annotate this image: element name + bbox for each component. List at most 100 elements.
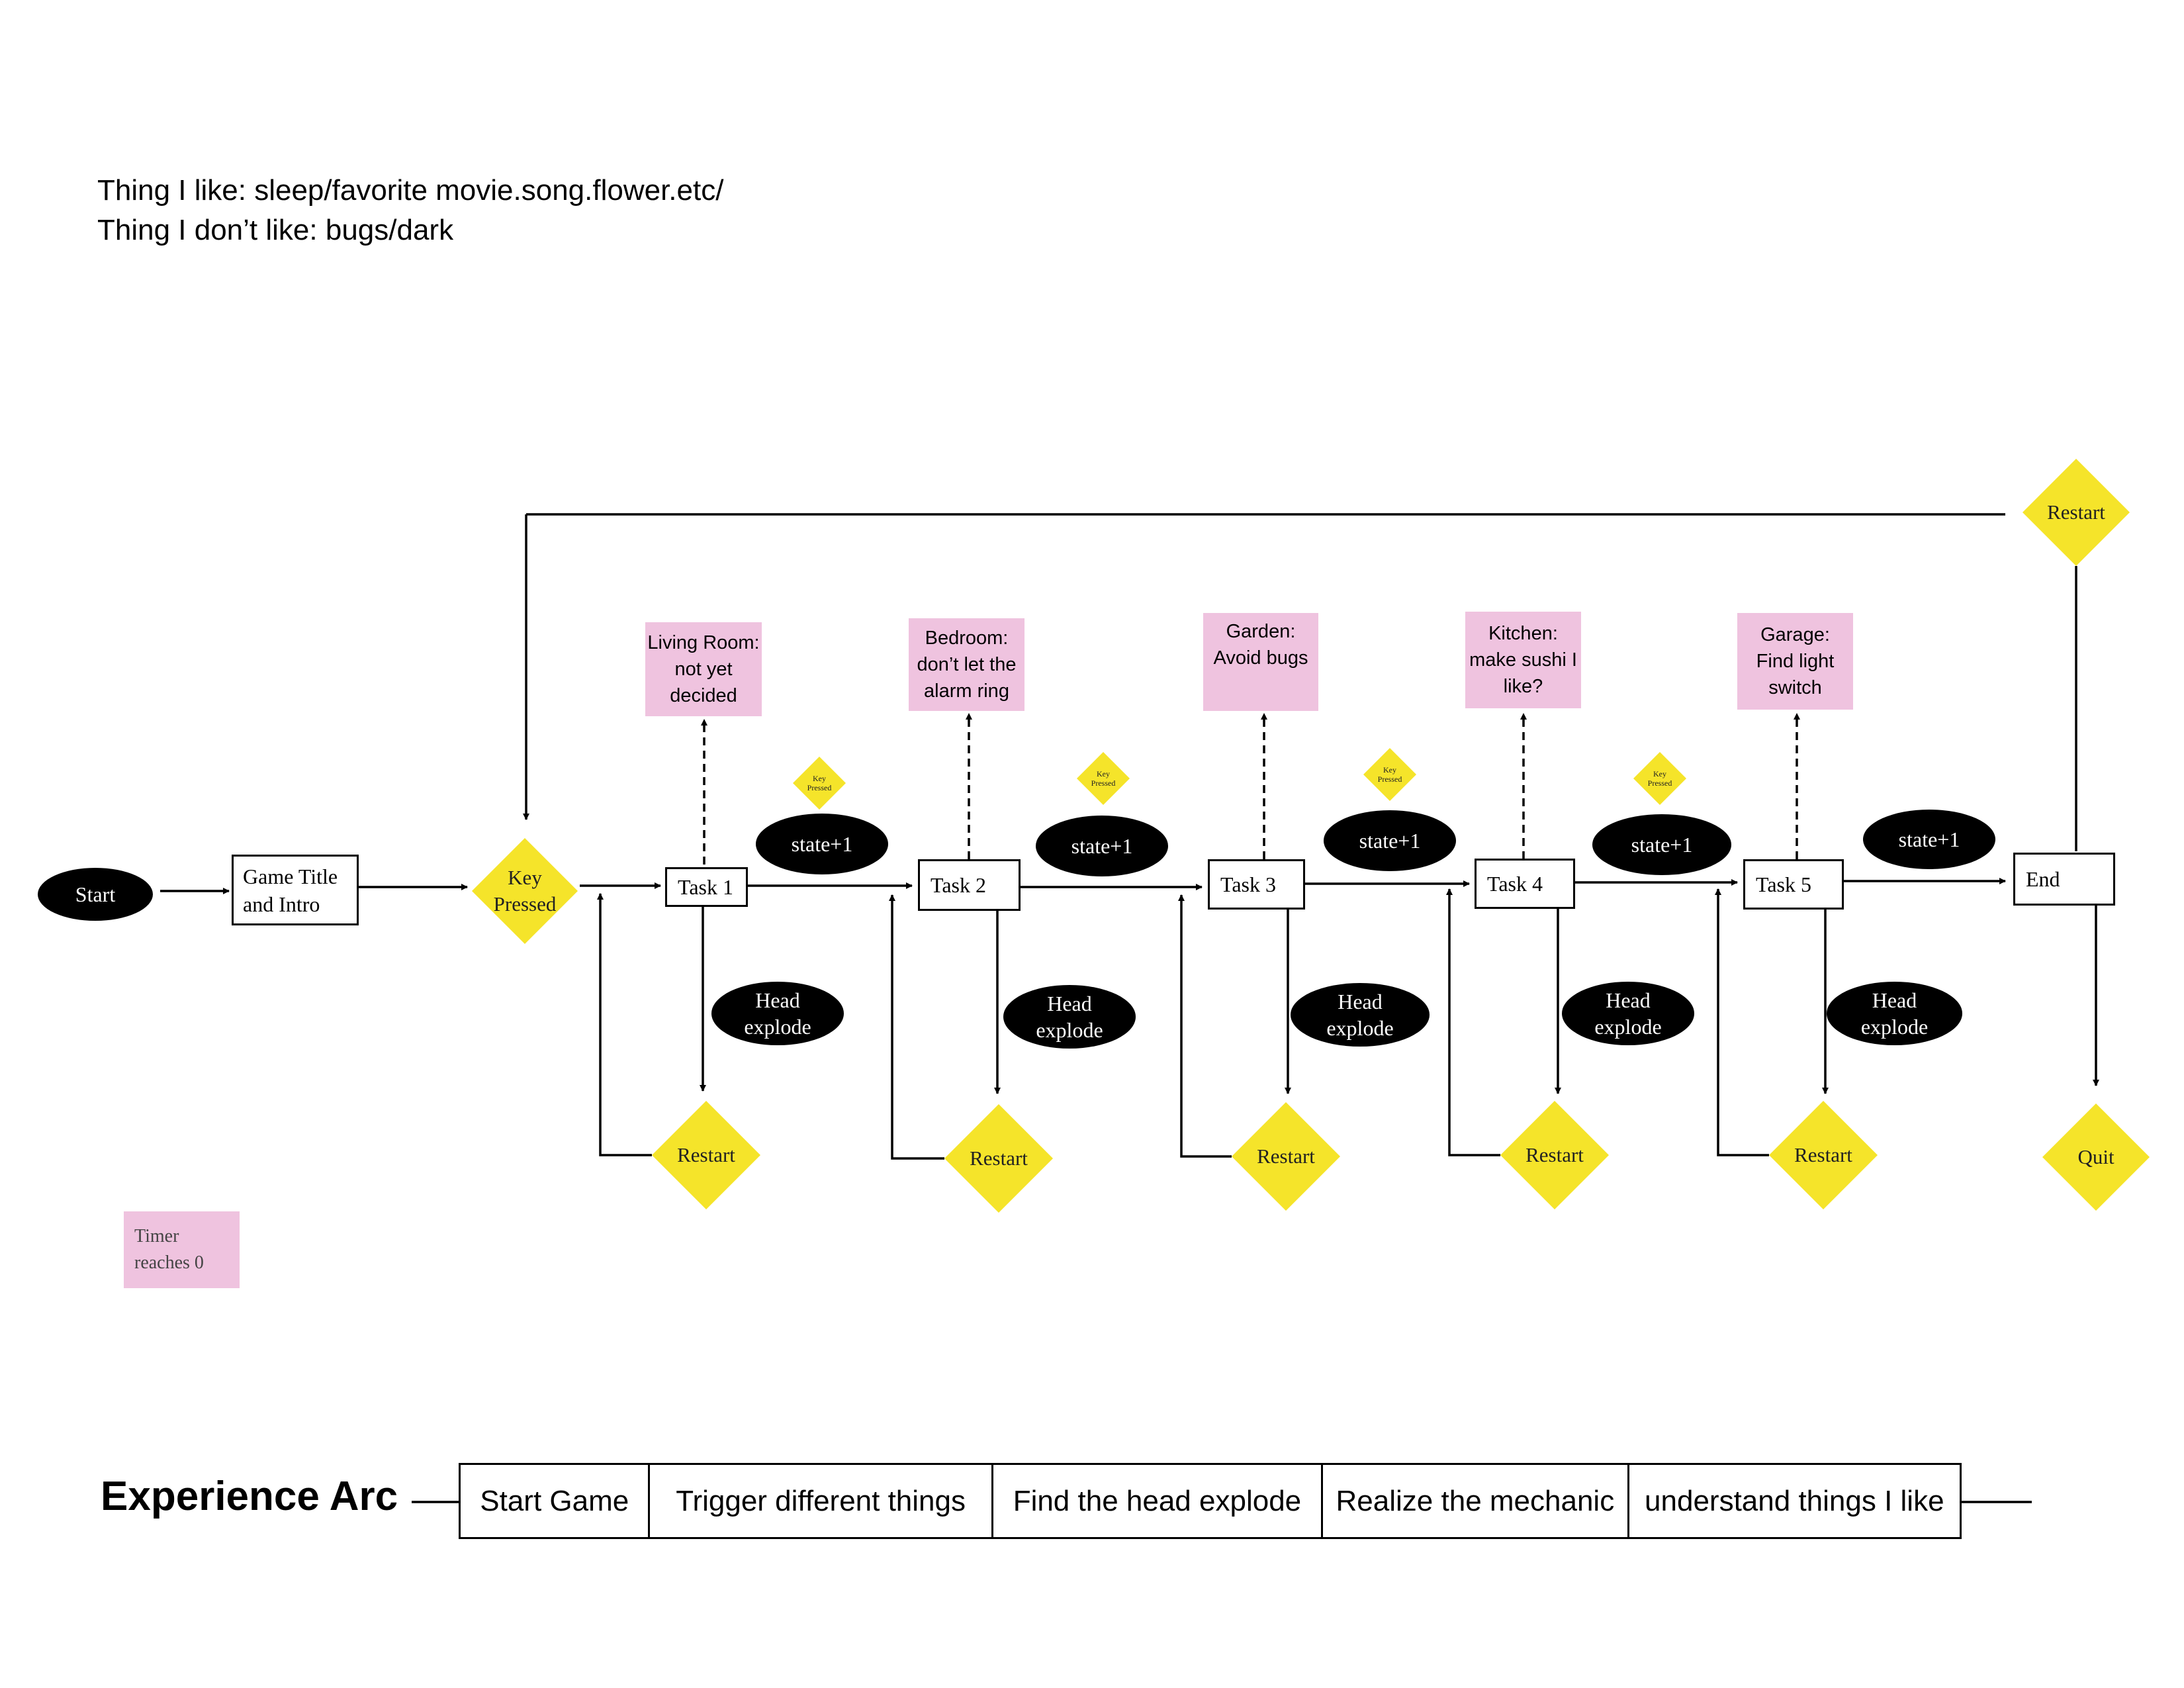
restart-label-2: Restart <box>970 1147 1028 1170</box>
start-node: Start <box>38 868 153 921</box>
room-note-garden: Garden: Avoid bugs <box>1203 613 1318 711</box>
restart-shape-2 <box>944 1104 1053 1213</box>
head-explode-4: Head explode <box>1562 982 1694 1045</box>
arc-stage-2: Trigger different things <box>650 1465 993 1537</box>
arc-stage-3: Find the head explode <box>993 1465 1324 1537</box>
small-key-shape-2 <box>1077 752 1130 805</box>
state-ellipse-4: state+1 <box>1592 814 1731 875</box>
room-note-garage: Garage: Find light switch <box>1737 613 1853 710</box>
arc-stage-4: Realize the mechanic <box>1323 1465 1629 1537</box>
task-4-box: Task 4 <box>1475 859 1575 909</box>
small-key-3-line1: Key <box>1383 765 1396 774</box>
restart-diamond-5: Restart <box>1769 1101 1878 1209</box>
head-4-line1: Head <box>1606 988 1651 1012</box>
room4-line1: Kitchen: <box>1488 623 1558 644</box>
small-key-shape-1 <box>793 757 846 810</box>
room2-line1: Bedroom: <box>925 628 1009 649</box>
restart-label-5: Restart <box>1794 1143 1852 1166</box>
state-ellipse-5: state+1 <box>1863 810 1995 869</box>
head-explode-5: Head explode <box>1827 982 1962 1045</box>
room5-line1: Garage: <box>1760 624 1830 645</box>
head-explode-1: Head explode <box>711 982 844 1045</box>
timer-line2: reaches 0 <box>134 1252 204 1273</box>
small-key-2-line2: Pressed <box>1091 778 1116 788</box>
restart-label-3: Restart <box>1257 1145 1315 1168</box>
arc-stage-1: Start Game <box>461 1465 651 1537</box>
quit-shape <box>2042 1103 2150 1211</box>
restart-diamond-top: Restart <box>2023 459 2130 566</box>
task-5-box: Task 5 <box>1743 859 1844 910</box>
small-key-4-line2: Pressed <box>1647 778 1672 788</box>
game-title-line1: Game Title <box>243 864 338 888</box>
end-box: End <box>2013 853 2115 906</box>
room-note-kitchen: Kitchen: make sushi I like? <box>1465 612 1581 708</box>
task-3-box: Task 3 <box>1208 859 1305 910</box>
restart-shape-1 <box>652 1101 760 1209</box>
head-5-line1: Head <box>1872 988 1917 1012</box>
restart-diamond-3: Restart <box>1232 1102 1340 1211</box>
room4-line3: like? <box>1503 676 1543 697</box>
room5-line3: switch <box>1768 677 1822 698</box>
room3-line2: Avoid bugs <box>1213 647 1308 669</box>
restart-diamond-2: Restart <box>944 1104 1053 1213</box>
key-pressed-shape <box>472 838 578 944</box>
room3-line1: Garden: <box>1226 621 1296 642</box>
head-3-line1: Head <box>1338 990 1383 1013</box>
restart-shape-4 <box>1500 1101 1609 1209</box>
restart-shape-3 <box>1232 1102 1340 1211</box>
head-1-line1: Head <box>755 988 800 1012</box>
small-key-4-line1: Key <box>1653 769 1666 778</box>
restart-label-4: Restart <box>1525 1143 1584 1166</box>
state-ellipse-3: state+1 <box>1324 810 1456 871</box>
game-title-box: Game Title and Intro <box>232 855 359 925</box>
room1-line3: decided <box>670 685 737 706</box>
restart-diamond-1: Restart <box>652 1101 760 1209</box>
timer-line1: Timer <box>134 1226 179 1246</box>
head-3-line2: explode <box>1326 1016 1394 1040</box>
likes-note: Thing I like: sleep/favorite movie.song.… <box>97 174 724 207</box>
room4-line2: make sushi I <box>1469 649 1577 671</box>
room-note-bedroom: Bedroom: don’t let the alarm ring <box>909 618 1024 711</box>
experience-arc-title: Experience Arc <box>101 1474 398 1519</box>
room1-line2: not yet <box>674 659 733 680</box>
key-pressed-line2: Pressed <box>493 892 557 915</box>
head-1-line2: explode <box>744 1015 811 1039</box>
dislikes-note: Thing I don’t like: bugs/dark <box>97 214 454 246</box>
timer-note: Timer reaches 0 <box>124 1211 240 1288</box>
task-1-box: Task 1 <box>665 867 748 907</box>
restart-shape-5 <box>1769 1101 1878 1209</box>
state-ellipse-1: state+1 <box>756 814 888 874</box>
small-key-shape-3 <box>1363 748 1416 801</box>
room1-line1: Living Room: <box>647 632 760 653</box>
experience-arc-bar: Start Game Trigger different things Find… <box>459 1463 1962 1539</box>
head-explode-2: Head explode <box>1003 985 1136 1049</box>
small-key-shape-4 <box>1633 752 1686 805</box>
room5-line2: Find light <box>1756 651 1835 672</box>
small-key-1-line1: Key <box>812 774 826 783</box>
restart-label-top: Restart <box>2047 500 2105 524</box>
room2-line2: don’t let the <box>917 654 1017 675</box>
quit-label: Quit <box>2077 1145 2115 1168</box>
restart-label-1: Restart <box>677 1143 735 1166</box>
task-2-box: Task 2 <box>918 859 1021 911</box>
head-5-line2: explode <box>1860 1015 1929 1039</box>
arc-stage-5: understand things I like <box>1645 1484 1944 1517</box>
small-key-1-line2: Pressed <box>807 783 832 792</box>
head-explode-3: Head explode <box>1291 983 1430 1047</box>
key-pressed-line1: Key <box>508 866 542 889</box>
small-key-2-line1: Key <box>1096 769 1110 778</box>
game-title-line2: and Intro <box>243 892 320 916</box>
restart-diamond-4: Restart <box>1500 1101 1609 1209</box>
restart-shape-top <box>2023 459 2130 566</box>
head-4-line2: explode <box>1594 1015 1662 1039</box>
head-2-line2: explode <box>1036 1018 1103 1042</box>
room2-line3: alarm ring <box>924 680 1009 702</box>
head-2-line1: Head <box>1047 992 1092 1015</box>
small-key-3-line2: Pressed <box>1377 774 1402 784</box>
room-note-living-room: Living Room: not yet decided <box>645 622 762 716</box>
